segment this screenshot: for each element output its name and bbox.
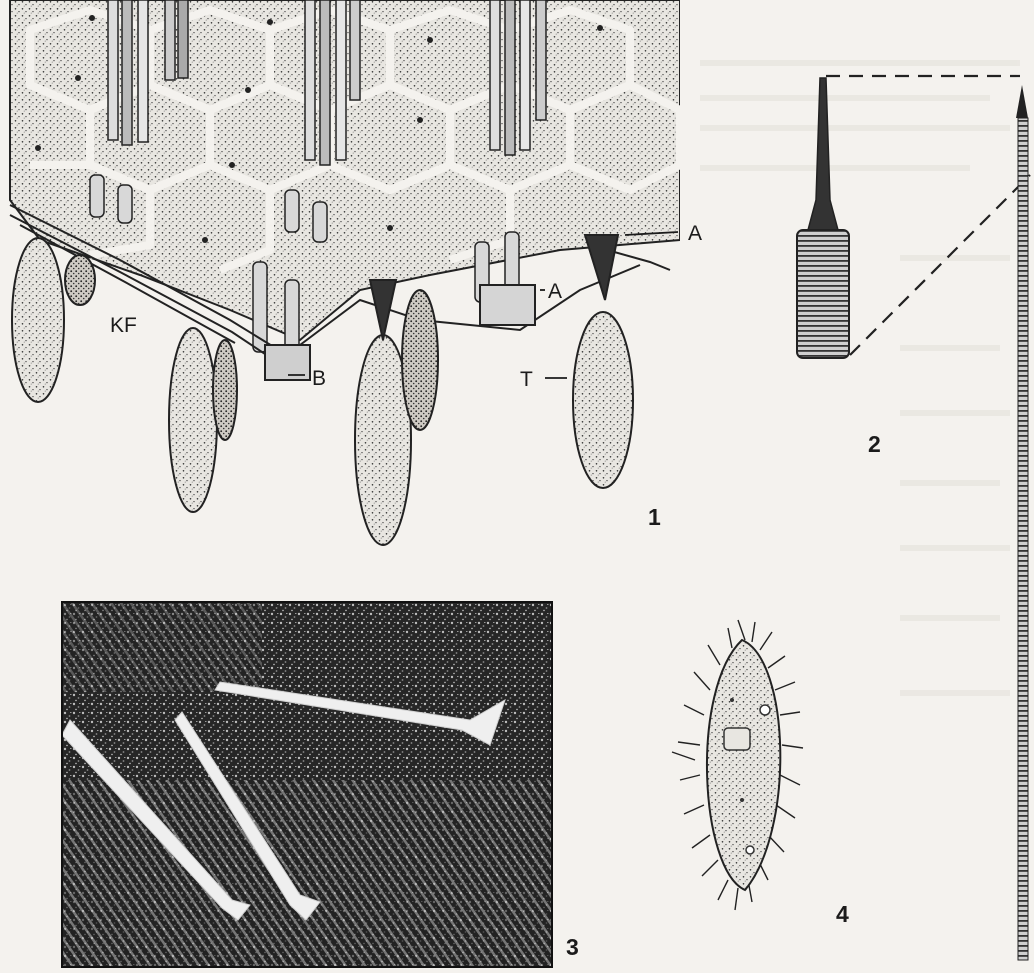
label-kf: KF — [110, 314, 137, 337]
panel-number-3: 3 — [566, 934, 579, 960]
panel-4-ciliate-cell: 4 — [672, 620, 849, 927]
label-t: T — [520, 368, 533, 391]
panel-number-4: 4 — [836, 901, 849, 927]
discharged-thread — [1016, 85, 1028, 960]
bleed-through-text — [700, 60, 1020, 696]
label-a-upper: A — [688, 222, 702, 245]
panel-number-1: 1 — [648, 504, 661, 530]
panel-number-2: 2 — [868, 431, 881, 457]
panel-2-trichocyst-discharge: 2 — [797, 76, 1030, 960]
panel-3-micrograph — [62, 602, 552, 970]
label-b: B — [312, 367, 326, 390]
dashed-guides — [826, 76, 1030, 355]
panel-1-ciliate-cortex-drawing — [10, 0, 680, 545]
label-a-lower: A — [548, 280, 562, 303]
